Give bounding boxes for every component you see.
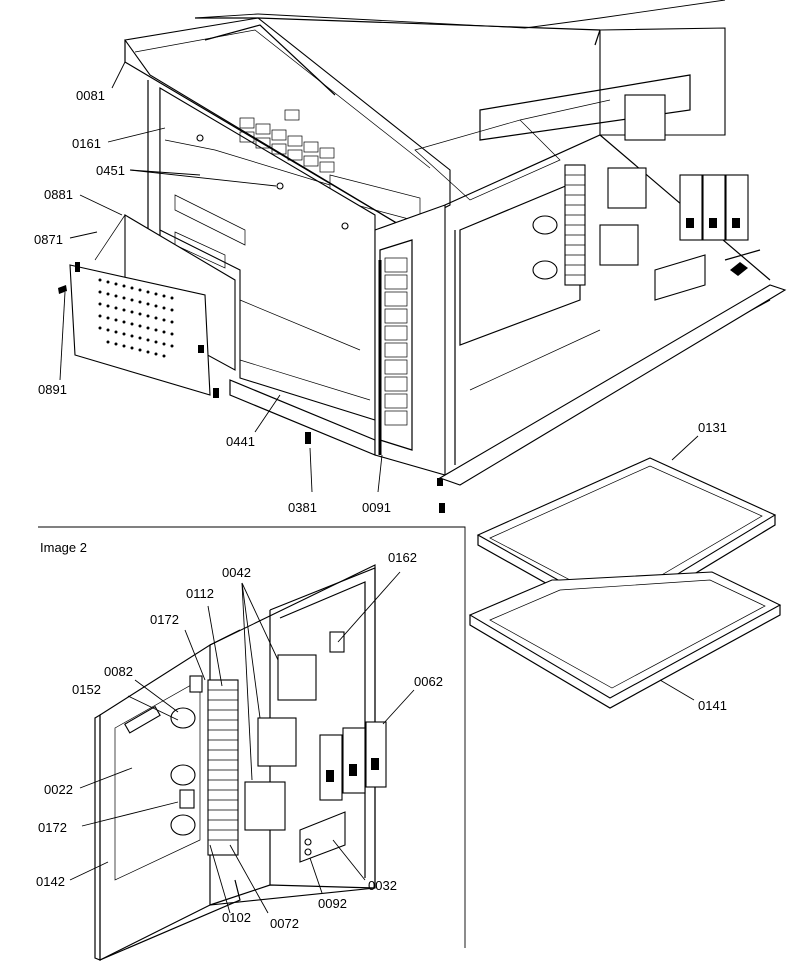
relay-2 (599, 224, 639, 266)
callout-0172-lower: 0172 (38, 820, 67, 835)
switch-0162 (329, 631, 345, 653)
callout-0091: 0091 (362, 500, 391, 515)
screws (58, 285, 445, 513)
section-label-image-2: Image 2 (40, 540, 87, 555)
callout-0162: 0162 (388, 550, 417, 565)
relay-lower (244, 781, 286, 831)
callout-0441: 0441 (226, 434, 255, 449)
oven-housing (124, 17, 771, 476)
electrical-compartment (414, 27, 761, 391)
image2-terminal-strip (207, 679, 239, 856)
relay-3 (624, 94, 666, 141)
callout-0092: 0092 (318, 896, 347, 911)
side-panel-keys (384, 257, 408, 426)
callout-0152: 0152 (72, 682, 101, 697)
callout-0072: 0072 (270, 916, 299, 931)
callout-0082: 0082 (104, 664, 133, 679)
callout-0172-upper: 0172 (150, 612, 179, 627)
contactor-block (679, 174, 749, 241)
image2-contactor (319, 721, 387, 801)
relay-middle (257, 717, 297, 767)
callout-0451: 0451 (96, 163, 125, 178)
relay-1 (607, 167, 647, 209)
callout-0022: 0022 (44, 782, 73, 797)
relay-upper (277, 654, 317, 701)
leader-lines (59, 61, 699, 914)
electrical-panel-assembly (94, 564, 387, 961)
callout-0081: 0081 (76, 88, 105, 103)
callout-0112: 0112 (186, 586, 214, 601)
callout-0141: 0141 (698, 698, 727, 713)
callout-0102: 0102 (222, 910, 251, 925)
callout-0131: 0131 (698, 420, 727, 435)
image-2-frame (38, 526, 466, 948)
callout-0042: 0042 (222, 565, 251, 580)
callout-0032: 0032 (368, 878, 397, 893)
keypad-buttons (239, 109, 335, 173)
filter-0141 (468, 571, 782, 709)
callout-0062: 0062 (414, 674, 443, 689)
callout-0891: 0891 (38, 382, 67, 397)
callout-0871: 0871 (34, 232, 63, 247)
callout-0381: 0381 (288, 500, 317, 515)
grille-holes (98, 278, 174, 358)
front-grille-panel (69, 214, 236, 396)
terminal-strip (564, 164, 586, 286)
callout-0142: 0142 (36, 874, 65, 889)
callout-0161: 0161 (72, 136, 101, 151)
callout-0881: 0881 (44, 187, 73, 202)
